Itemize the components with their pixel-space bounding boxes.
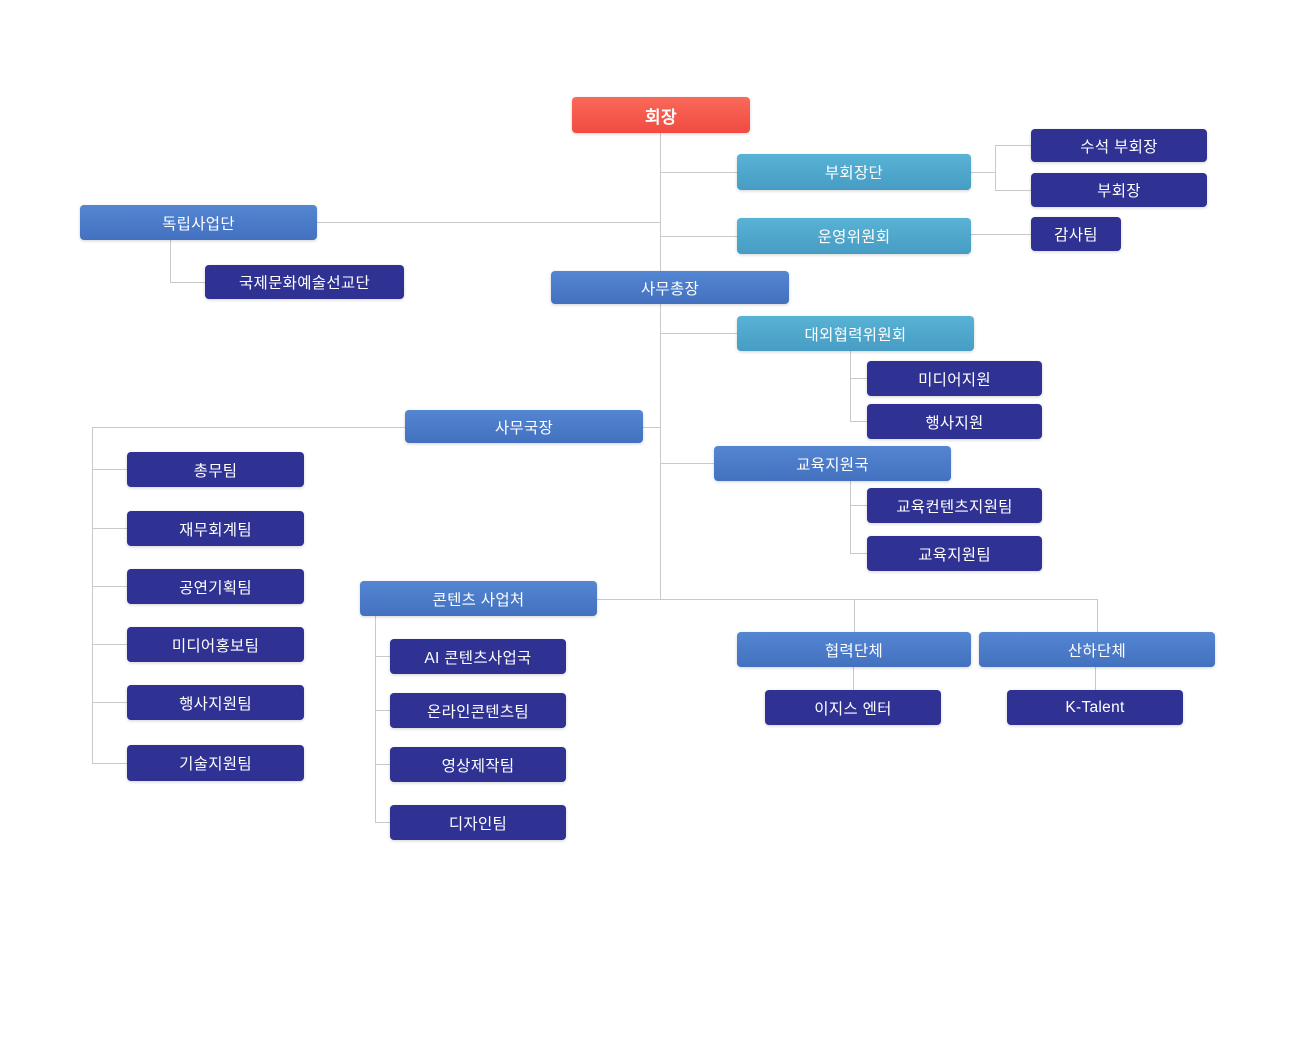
node-education-content-team: 교육컨텐츠지원팀 xyxy=(867,488,1042,523)
connector-line xyxy=(854,599,855,632)
node-intl-culture-mission: 국제문화예술선교단 xyxy=(205,265,404,299)
connector-line xyxy=(995,190,1031,191)
node-education-support-team: 교육지원팀 xyxy=(867,536,1042,571)
connector-line xyxy=(853,667,854,690)
connector-line xyxy=(660,172,737,173)
node-secretariat-director: 사무국장 xyxy=(405,410,643,443)
connector-line xyxy=(850,505,867,506)
node-media-pr-team: 미디어홍보팀 xyxy=(127,627,304,662)
node-ai-content-bureau: AI 콘텐츠사업국 xyxy=(390,639,566,674)
connector-line xyxy=(92,427,93,763)
node-k-talent: K-Talent xyxy=(1007,690,1183,725)
connector-line xyxy=(660,236,737,237)
connector-line xyxy=(317,222,660,223)
connector-line xyxy=(850,421,867,422)
connector-line xyxy=(660,463,714,464)
node-content-business-office: 콘텐츠 사업처 xyxy=(360,581,597,616)
node-online-content-team: 온라인콘텐츠팀 xyxy=(390,693,566,728)
connector-line xyxy=(92,763,127,764)
node-independent-division: 독립사업단 xyxy=(80,205,317,240)
connector-line xyxy=(375,616,376,822)
connector-line xyxy=(375,822,390,823)
connector-line xyxy=(597,599,1097,600)
node-affiliated-organizations: 산하단체 xyxy=(979,632,1215,667)
connector-line xyxy=(971,172,995,173)
node-event-support-team: 행사지원팀 xyxy=(127,685,304,720)
node-general-affairs-team: 총무팀 xyxy=(127,452,304,487)
connector-line xyxy=(170,282,205,283)
connector-line xyxy=(1097,599,1098,632)
node-audit-team: 감사팀 xyxy=(1031,217,1121,251)
connector-line xyxy=(660,333,737,334)
connector-line xyxy=(971,234,1031,235)
node-external-coop-committee: 대외협력위원회 xyxy=(737,316,974,351)
connector-line xyxy=(850,481,851,553)
node-aegis-enter: 이지스 엔터 xyxy=(765,690,941,725)
node-design-team: 디자인팀 xyxy=(390,805,566,840)
node-vice-chair-group: 부회장단 xyxy=(737,154,971,190)
connector-line xyxy=(170,240,171,282)
node-steering-committee: 운영위원회 xyxy=(737,218,971,254)
node-finance-accounting-team: 재무회계팀 xyxy=(127,511,304,546)
connector-line xyxy=(375,710,390,711)
connector-line xyxy=(850,553,867,554)
connector-line xyxy=(850,378,867,379)
connector-line xyxy=(660,133,661,599)
connector-line xyxy=(995,145,996,190)
node-chairman: 회장 xyxy=(572,97,750,133)
connector-line xyxy=(995,145,1031,146)
node-media-support: 미디어지원 xyxy=(867,361,1042,396)
connector-line xyxy=(92,528,127,529)
connector-line xyxy=(92,644,127,645)
connector-line xyxy=(92,702,127,703)
connector-line xyxy=(375,656,390,657)
node-video-production-team: 영상제작팀 xyxy=(390,747,566,782)
connector-line xyxy=(92,469,127,470)
node-vice-chair: 부회장 xyxy=(1031,173,1207,207)
connector-line xyxy=(643,427,660,428)
connector-line xyxy=(1095,667,1096,690)
node-senior-vice-chair: 수석 부회장 xyxy=(1031,129,1207,162)
connector-line xyxy=(92,427,405,428)
node-education-support-bureau: 교육지원국 xyxy=(714,446,951,481)
node-tech-support-team: 기술지원팀 xyxy=(127,745,304,781)
connector-line xyxy=(375,764,390,765)
node-event-support: 행사지원 xyxy=(867,404,1042,439)
node-secretary-general: 사무총장 xyxy=(551,271,789,304)
connector-line xyxy=(850,351,851,421)
connector-line xyxy=(92,586,127,587)
node-partner-organizations: 협력단체 xyxy=(737,632,971,667)
node-performance-planning-team: 공연기획팀 xyxy=(127,569,304,604)
